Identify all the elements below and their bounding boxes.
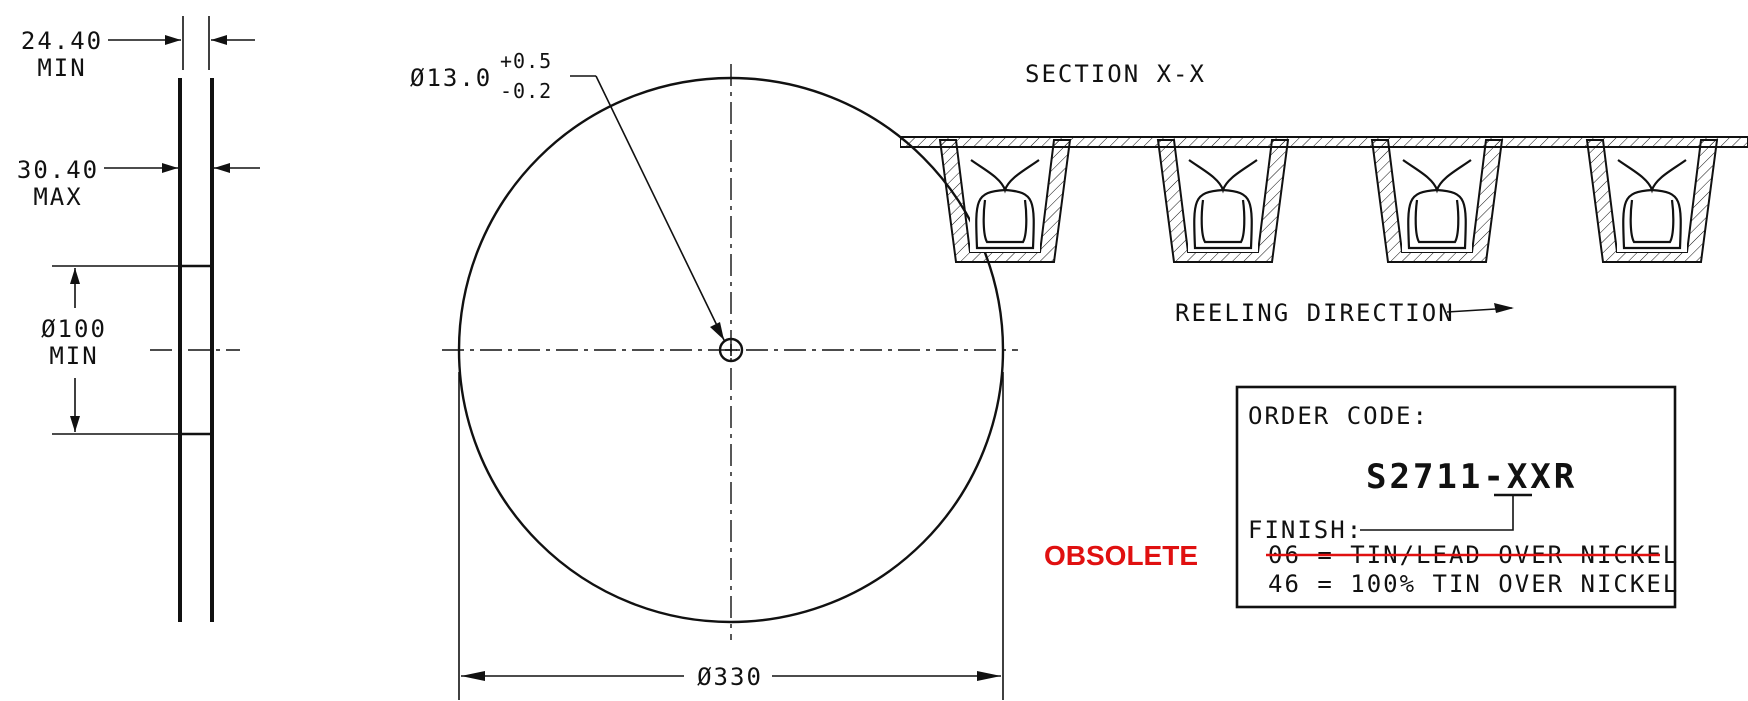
carrier-tape	[900, 136, 1748, 263]
reel-side-view: 24.40 MIN 30.40 MAX Ø100 MIN	[17, 16, 260, 622]
reel-dia: Ø330	[697, 663, 763, 691]
arrowhead	[162, 163, 178, 173]
obsolete-tag: OBSOLETE	[1044, 540, 1198, 571]
width-min-value: 24.40	[21, 27, 103, 55]
reel-front-view: Ø13.0 +0.5 -0.2 Ø330	[410, 49, 1018, 700]
arrowhead	[977, 671, 1001, 681]
arbor-hole-dia: Ø13.0	[410, 64, 492, 92]
order-code-box: ORDER CODE: S2711-XXR FINISH: 06 = TIN/L…	[1044, 385, 1679, 609]
arbor-tol-plus: +0.5	[500, 49, 552, 73]
width-max-word: MAX	[33, 183, 82, 211]
finish-option-current: 46 = 100% TIN OVER NICKEL	[1268, 570, 1679, 598]
arrowhead	[710, 322, 724, 340]
tape-section-view: SECTION X-X REELING DIRECTION	[900, 60, 1748, 327]
arrowhead	[211, 35, 227, 45]
tape-pocket	[1370, 139, 1504, 263]
reeling-arrowhead	[1494, 303, 1514, 313]
reeling-direction-label: REELING DIRECTION	[1175, 299, 1455, 327]
order-code-heading: ORDER CODE:	[1248, 402, 1429, 430]
leader-line	[595, 75, 725, 341]
arrowhead	[461, 671, 485, 681]
hub-dia-value: Ø100	[41, 315, 107, 343]
arrowhead	[214, 163, 230, 173]
arrowhead	[70, 268, 80, 284]
tape-pocket	[1156, 139, 1290, 263]
section-title: SECTION X-X	[1025, 60, 1206, 88]
arbor-hole	[718, 337, 744, 363]
width-max-value: 30.40	[17, 156, 99, 184]
finish-label: FINISH:	[1248, 516, 1363, 544]
tape-pocket	[1585, 139, 1719, 263]
arrowhead	[70, 416, 80, 432]
arbor-tol-minus: -0.2	[500, 79, 552, 103]
hub-dia-word: MIN	[49, 342, 98, 370]
finish-leader	[1360, 496, 1514, 531]
width-min-word: MIN	[37, 54, 86, 82]
arrowhead	[165, 35, 181, 45]
order-box-frame	[1235, 385, 1677, 609]
order-code-value: S2711-XXR	[1366, 457, 1577, 497]
tape-pocket	[938, 139, 1072, 263]
